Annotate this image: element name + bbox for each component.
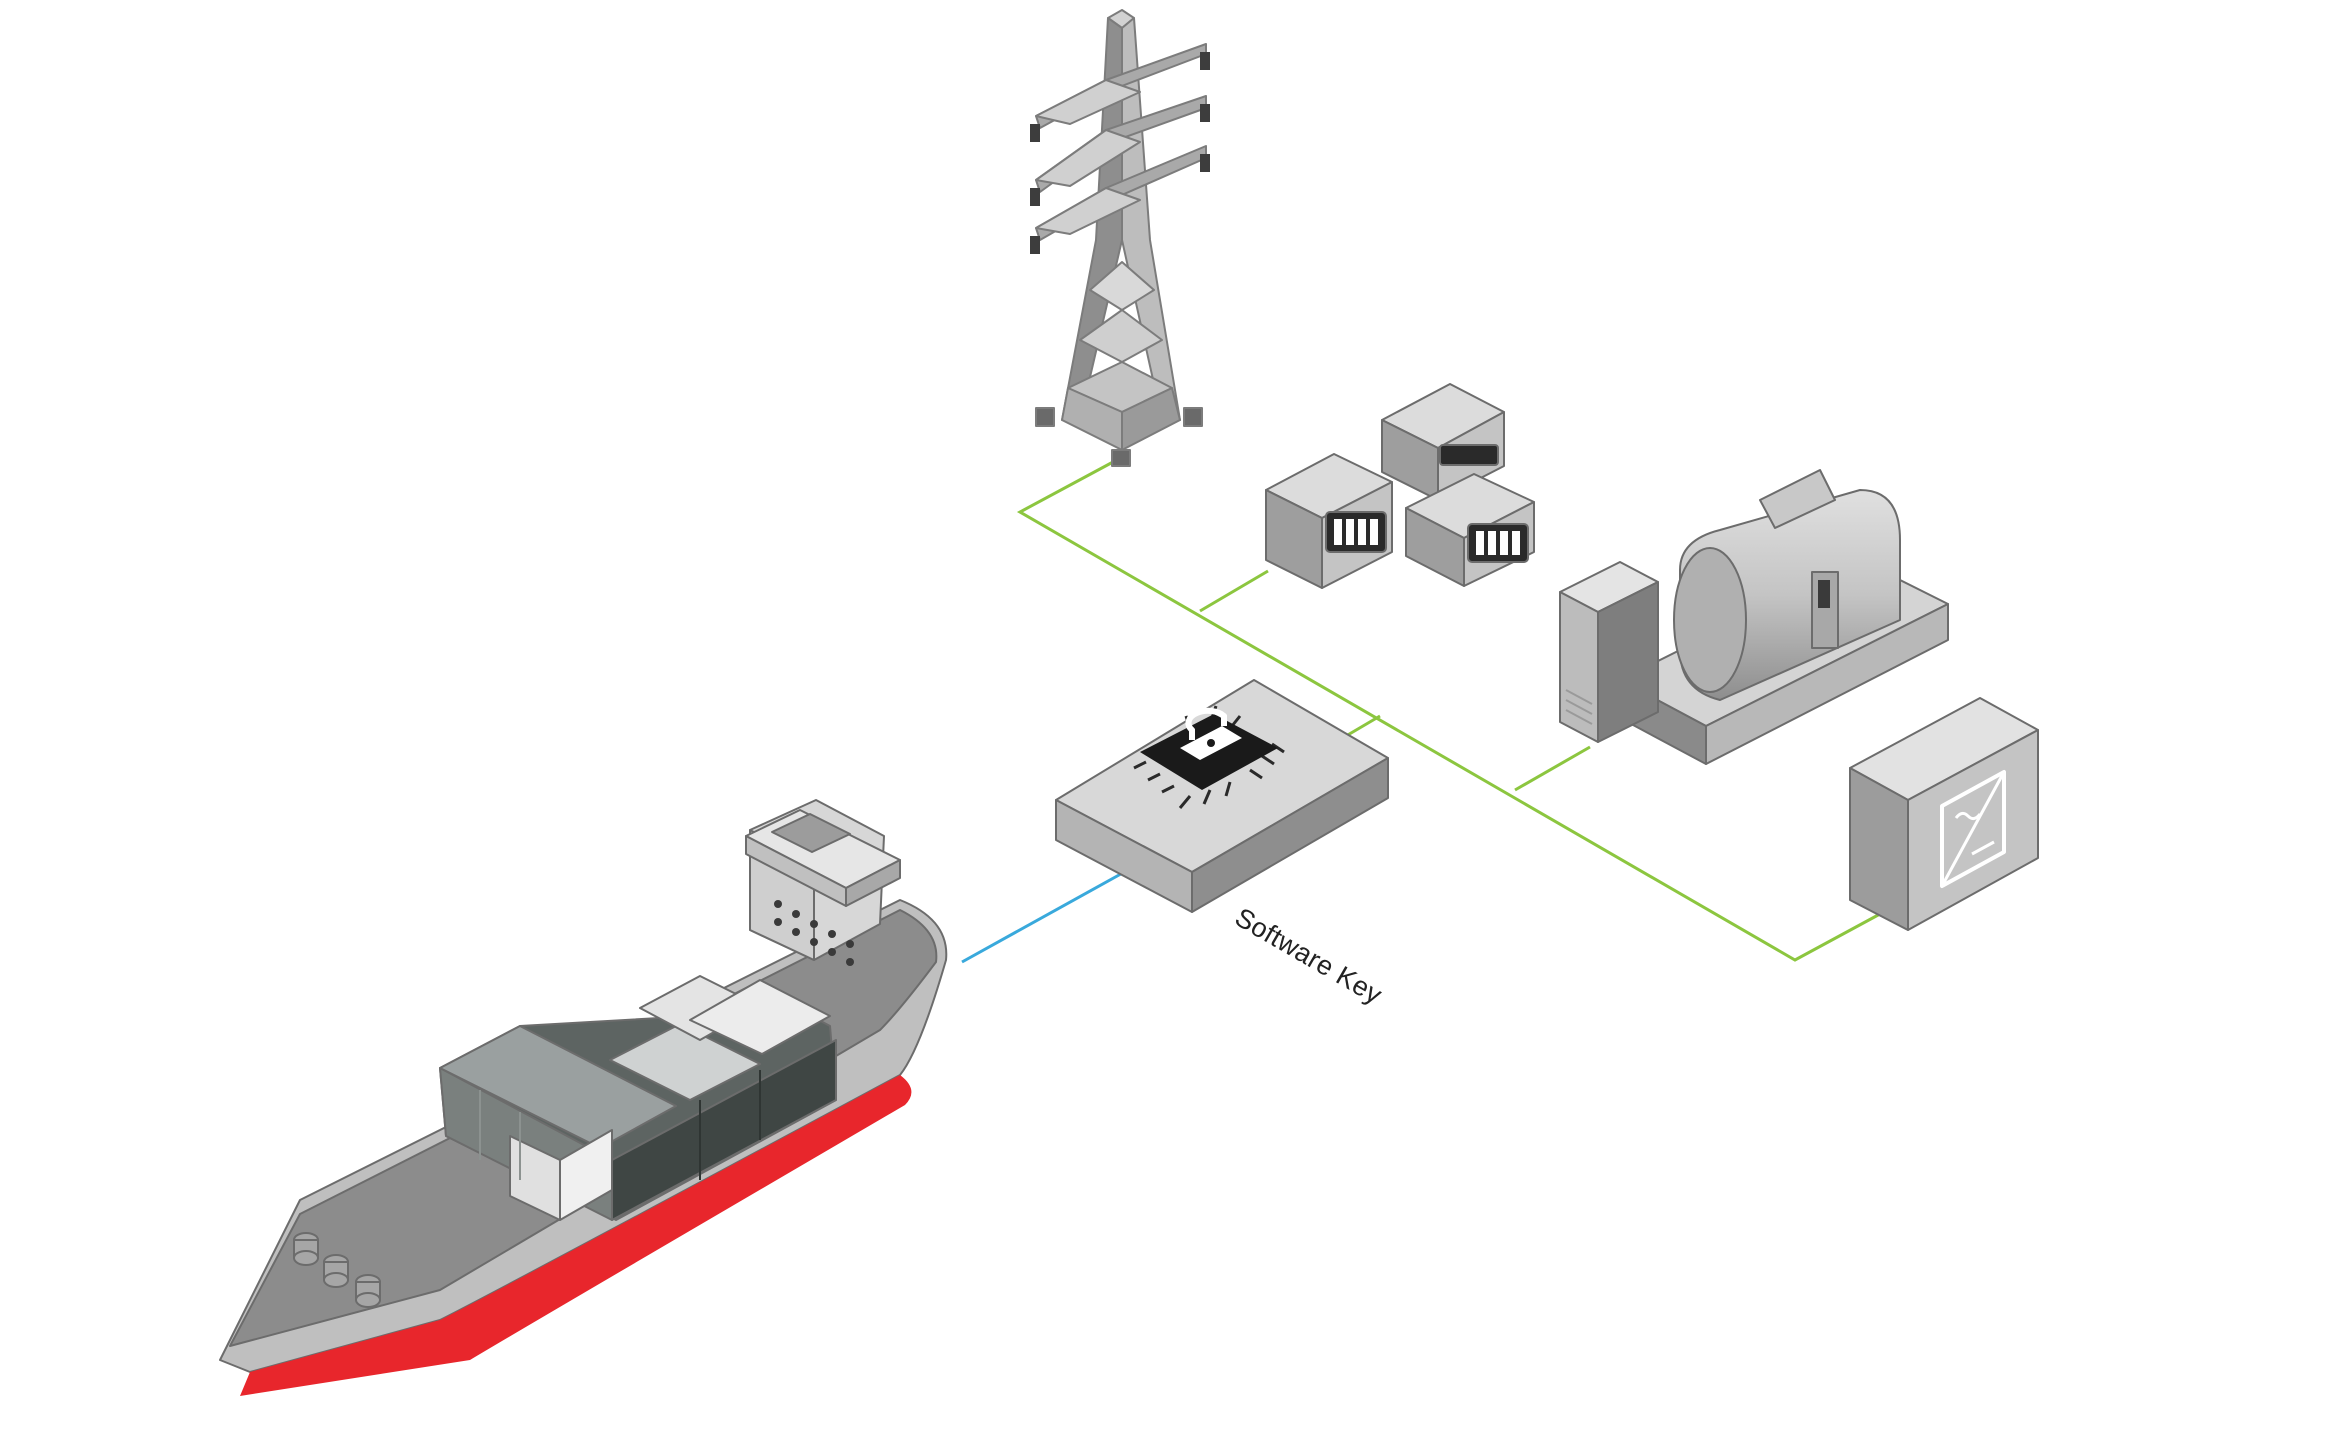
ship-key-data-line bbox=[961, 868, 1129, 964]
transmission-tower-icon bbox=[1030, 9, 1210, 467]
container-ship-icon bbox=[219, 799, 948, 1396]
tower-connection-line bbox=[1016, 460, 1881, 962]
battery-left bbox=[1265, 453, 1393, 589]
deck-bollards bbox=[293, 1232, 381, 1308]
battery-front bbox=[1405, 473, 1535, 587]
chip-lock-icon bbox=[1133, 705, 1285, 809]
generator-connection-line bbox=[1514, 745, 1591, 792]
power-lines bbox=[1016, 460, 1881, 962]
software-key-device bbox=[1055, 679, 1389, 913]
battery-back bbox=[1381, 383, 1505, 501]
battery-pack-icon bbox=[1265, 383, 1535, 589]
bridge-windows bbox=[774, 900, 854, 966]
generator-icon bbox=[1559, 469, 1949, 765]
battery-connection-line bbox=[1199, 569, 1269, 613]
inverter-icon bbox=[1849, 697, 2039, 931]
container-stack bbox=[439, 975, 837, 1221]
hull-stripe bbox=[240, 1075, 912, 1396]
key-connection-line bbox=[1345, 714, 1381, 738]
